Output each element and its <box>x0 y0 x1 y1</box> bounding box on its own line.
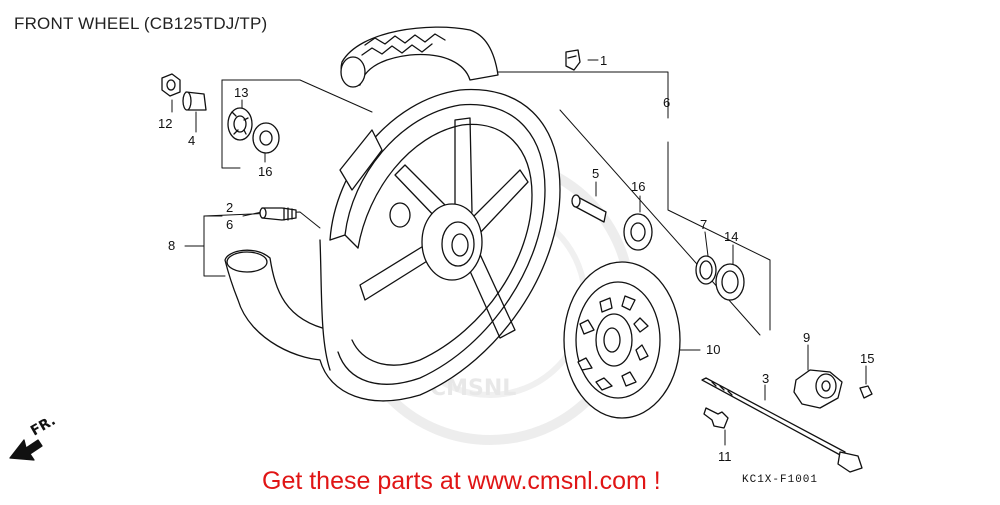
part-14-seal <box>715 263 745 301</box>
label-part-1: 1 <box>600 53 607 68</box>
part-labels: 1 2 3 4 5 6 6 7 8 9 10 11 12 13 14 15 16… <box>158 53 874 464</box>
part-4-collar <box>182 91 207 111</box>
part-12-nut <box>161 73 181 97</box>
part-15-screw <box>859 385 873 399</box>
label-part-4: 4 <box>188 133 195 148</box>
label-part-2: 2 <box>226 200 233 215</box>
label-part-16-right: 16 <box>631 179 645 194</box>
part-10-brake-disc <box>563 261 681 419</box>
label-part-14: 14 <box>724 229 738 244</box>
label-part-13: 13 <box>234 85 248 100</box>
diagram-code: KC1X-F1001 <box>742 474 819 486</box>
part-1-clip <box>565 49 581 71</box>
part-13-bearing <box>227 107 253 141</box>
label-part-6: 6 <box>663 95 670 110</box>
label-part-9: 9 <box>803 330 810 345</box>
promo-link-text[interactable]: Get these parts at www.cmsnl.com ! <box>262 467 661 495</box>
label-part-3: 3 <box>762 371 769 386</box>
part-3-axle <box>701 377 863 473</box>
part-9-gearbox <box>793 369 843 409</box>
label-part-5: 5 <box>592 166 599 181</box>
label-part-15: 15 <box>860 351 874 366</box>
label-part-6b: 6 <box>226 217 233 232</box>
label-part-16-left: 16 <box>258 164 272 179</box>
label-part-10: 10 <box>706 342 720 357</box>
part-16-bearing-right <box>623 213 653 251</box>
front-direction-arrow <box>9 439 43 461</box>
tire-left-section <box>224 249 331 361</box>
label-part-8: 8 <box>168 238 175 253</box>
part-5-collar <box>571 194 607 223</box>
part-16-bearing-left <box>252 122 280 154</box>
direction-label: FR. <box>28 413 58 440</box>
part-7-circlip <box>695 255 717 285</box>
part-2-valve <box>259 207 297 221</box>
label-part-7: 7 <box>700 217 707 232</box>
wheel-rim <box>319 88 561 402</box>
label-part-12: 12 <box>158 116 172 131</box>
tire-top-section <box>340 26 499 88</box>
label-part-11: 11 <box>718 449 732 464</box>
diagram-title: FRONT WHEEL (CB125TDJ/TP) <box>14 14 268 33</box>
part-11-bolt <box>703 407 729 429</box>
